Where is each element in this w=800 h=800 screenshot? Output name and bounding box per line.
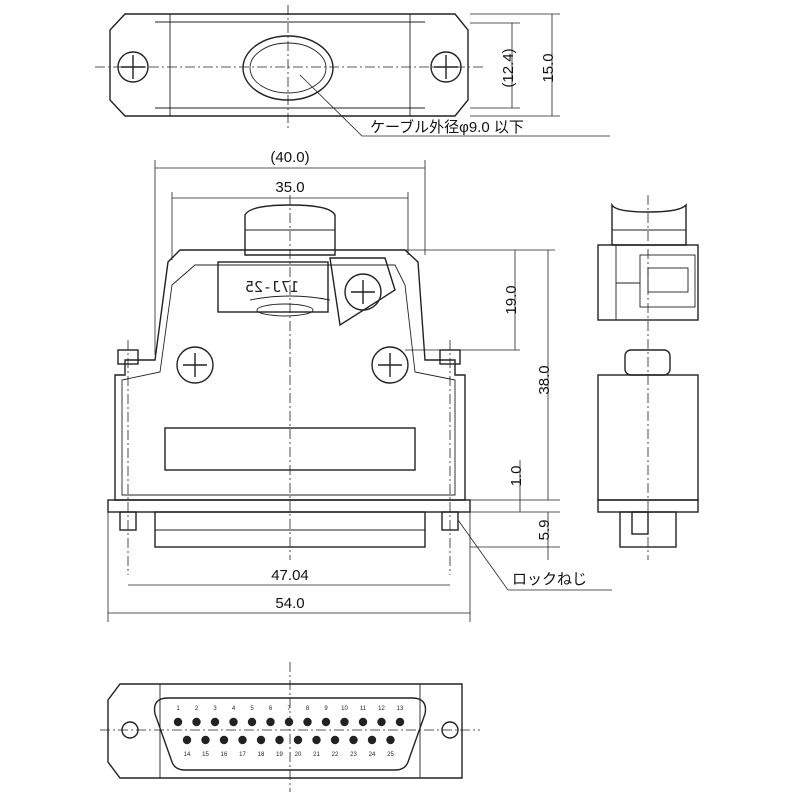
- bottom-flange: [107, 683, 463, 779]
- pin: [201, 735, 210, 745]
- pin-number: 7: [287, 706, 291, 712]
- clamp-strap: [256, 303, 314, 317]
- pin-number: 20: [295, 752, 302, 758]
- pin-number: 23: [350, 752, 357, 758]
- pin-number: 5: [250, 706, 254, 712]
- d-sub-shell: [153, 697, 427, 771]
- pin: [312, 735, 321, 745]
- screw-icon: [344, 273, 382, 311]
- pin: [303, 717, 312, 727]
- cable-note-leader: [299, 74, 610, 137]
- pin: [377, 717, 386, 727]
- cable-clamp: [217, 261, 329, 313]
- pin-number: 17: [239, 752, 246, 758]
- pin-number: 11: [360, 706, 367, 712]
- pin-number: 22: [332, 752, 339, 758]
- pin: [284, 717, 294, 727]
- pin-number: 9: [324, 706, 328, 712]
- clamp-curve: [249, 295, 331, 301]
- dim-top-inner-label: (12.4): [500, 48, 517, 87]
- pin: [340, 717, 349, 727]
- pin: [321, 717, 331, 727]
- hood-hatched-body: [121, 264, 456, 496]
- pin-number: 21: [313, 752, 320, 758]
- dim-step-label: 1.0: [508, 466, 525, 487]
- top-view: ケーブル外径φ9.0 以下 (12.4) 15.0: [95, 5, 610, 137]
- pin-number: 25: [387, 752, 394, 758]
- pin-number: 12: [378, 706, 385, 712]
- pin: [266, 717, 275, 727]
- pin: [330, 735, 340, 745]
- pin-number: 18: [258, 752, 265, 758]
- dim-screw-pitch-label: 47.04: [271, 567, 309, 584]
- pin: [395, 717, 405, 727]
- pin: [386, 735, 395, 745]
- dim-cover-label: 35.0: [275, 179, 304, 196]
- dim-flange-label: 54.0: [275, 595, 304, 612]
- pin-number: 13: [397, 706, 404, 712]
- clamp-label: 17J-25: [245, 278, 299, 296]
- side-clamp-slot: [647, 267, 689, 293]
- pin: [182, 735, 192, 745]
- pin-number: 16: [221, 752, 228, 758]
- dim-top-height-label: 15.0: [540, 53, 557, 82]
- dim-overall-cover-label: (40.0): [270, 149, 309, 166]
- side-screw-head: [624, 349, 671, 376]
- pin-number: 8: [306, 706, 310, 712]
- pin: [219, 735, 229, 745]
- pin-number: 19: [276, 752, 283, 758]
- lock-screw-label: ロックねじ: [512, 571, 587, 588]
- pin: [210, 717, 220, 727]
- pin: [349, 735, 358, 745]
- flange: [107, 499, 471, 513]
- side-lock-screw: [631, 511, 649, 535]
- pin-number: 24: [369, 752, 376, 758]
- front-view: 17J-25 (: [107, 149, 612, 622]
- screw-icon: [176, 346, 214, 384]
- pin-number: 4: [232, 706, 236, 712]
- pin-number: 10: [341, 706, 348, 712]
- side-hatched-wall: [597, 244, 617, 321]
- pin: [229, 717, 238, 727]
- pin: [192, 717, 201, 727]
- pin: [173, 717, 183, 727]
- dim-upper-height-label: 19.0: [503, 285, 520, 314]
- pin-number: 2: [195, 706, 199, 712]
- clamp-screw-bracket: [329, 257, 396, 327]
- pin: [367, 735, 377, 745]
- pin: [247, 717, 257, 727]
- side-cable: [611, 202, 687, 246]
- pin: [256, 735, 266, 745]
- screw-icon: [371, 346, 409, 384]
- dim-lock-depth-label: 5.9: [536, 520, 553, 541]
- lock-screw-leader: [457, 519, 612, 591]
- cable-stub: [244, 204, 336, 256]
- pin: [275, 735, 284, 745]
- pin-number: 15: [202, 752, 209, 758]
- pin-number: 1: [176, 706, 180, 712]
- side-hatched-clamp: [639, 254, 696, 308]
- pin-number: 3: [213, 706, 217, 712]
- cable-note-label: ケーブル外径φ9.0 以下: [370, 118, 524, 136]
- pin: [293, 735, 303, 745]
- pin: [238, 735, 247, 745]
- dim-total-height-label: 38.0: [536, 365, 553, 394]
- top-view-outline: [109, 13, 469, 117]
- pin-number: 14: [184, 752, 191, 758]
- pin: [358, 717, 368, 727]
- pin-number: 6: [269, 706, 273, 712]
- side-view: [597, 195, 699, 560]
